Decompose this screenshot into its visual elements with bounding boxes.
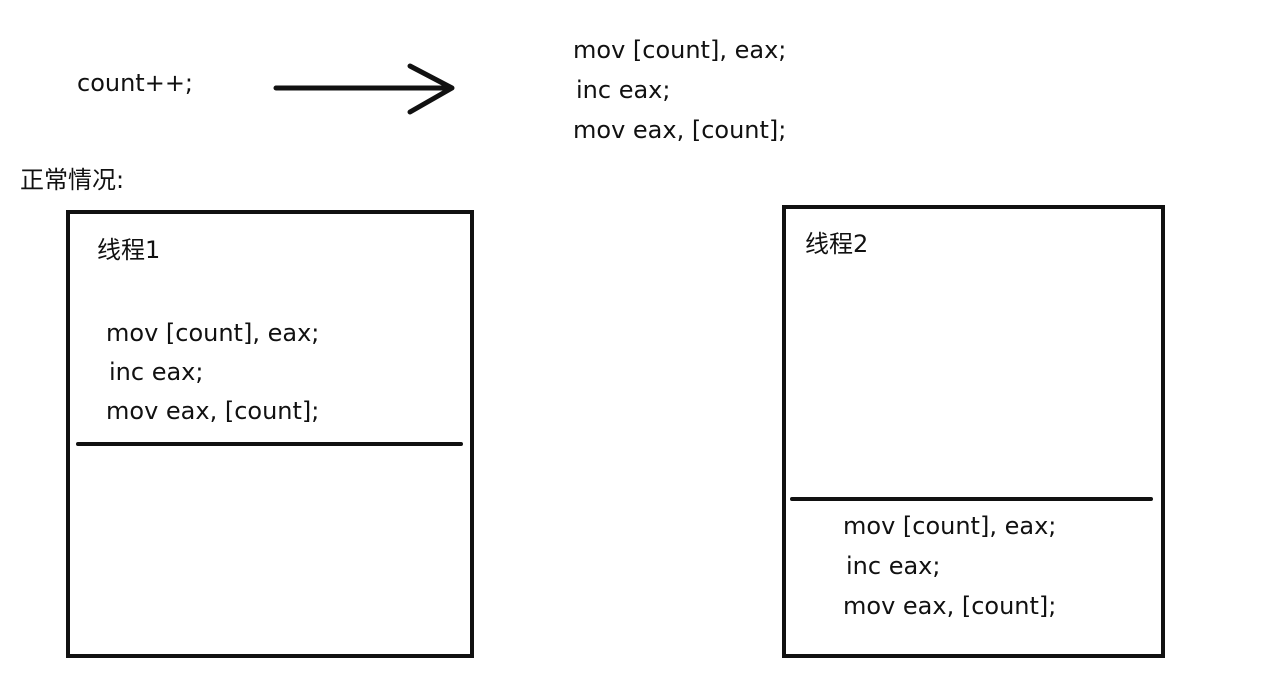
thread1-divider xyxy=(76,442,463,446)
expansion-line-1: mov [count], eax; xyxy=(573,36,787,64)
expansion-line-2: inc eax; xyxy=(576,76,671,104)
thread2-line-3: mov eax, [count]; xyxy=(843,592,1057,620)
thread2-title: 线程2 xyxy=(805,230,869,258)
thread1-title: 线程1 xyxy=(97,236,161,264)
expansion-line-3: mov eax, [count]; xyxy=(573,116,787,144)
right-arrow-icon xyxy=(273,63,455,115)
thread2-box xyxy=(782,205,1165,658)
section-title: 正常情况: xyxy=(20,166,125,194)
thread2-line-1: mov [count], eax; xyxy=(843,512,1057,540)
thread2-divider xyxy=(790,497,1153,501)
thread1-line-3: mov eax, [count]; xyxy=(106,397,320,425)
thread1-line-1: mov [count], eax; xyxy=(106,319,320,347)
source-statement: count++; xyxy=(77,69,194,97)
thread1-box xyxy=(66,210,474,658)
thread2-line-2: inc eax; xyxy=(846,552,941,580)
thread1-line-2: inc eax; xyxy=(109,358,204,386)
